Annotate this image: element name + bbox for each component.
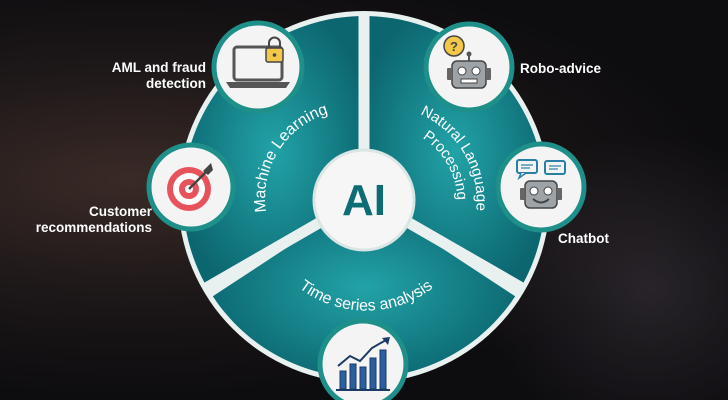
label-customer-line1: Customer bbox=[88, 204, 152, 219]
center-label: AI bbox=[342, 176, 386, 225]
label-customer-recommendations: Customer recommendations bbox=[36, 204, 152, 236]
growth-chart-icon[interactable] bbox=[317, 318, 409, 400]
segment-time-series[interactable] bbox=[212, 197, 516, 378]
target-dart-icon[interactable] bbox=[146, 142, 236, 232]
label-chatbot: Chatbot bbox=[558, 231, 609, 246]
label-customer-line2: recommendations bbox=[35, 220, 152, 235]
label-robo-advice: Robo-advice bbox=[520, 61, 602, 76]
laptop-lock-icon[interactable] bbox=[211, 20, 305, 114]
svg-text:?: ? bbox=[450, 39, 458, 54]
robot-question-icon[interactable]: ? bbox=[423, 21, 515, 113]
robot-chat-icon[interactable] bbox=[495, 141, 587, 233]
center-circle bbox=[312, 148, 416, 252]
label-aml-line1: AML and fraud bbox=[111, 60, 206, 75]
label-aml-fraud-detection: AML and fraud detection bbox=[112, 60, 206, 92]
label-aml-line2: detection bbox=[145, 76, 206, 91]
